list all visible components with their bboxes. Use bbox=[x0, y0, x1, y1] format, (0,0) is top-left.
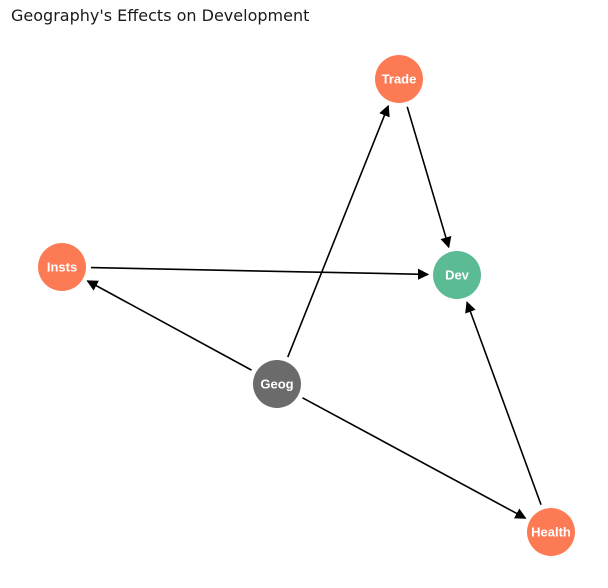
edge-geog-to-insts bbox=[86, 280, 252, 371]
edge-geog-to-trade bbox=[287, 104, 390, 358]
diagram-title: Geography's Effects on Development bbox=[11, 6, 310, 25]
node-circle-trade bbox=[375, 55, 423, 103]
node-label-dev: Dev bbox=[445, 268, 470, 283]
node-trade: Trade bbox=[375, 55, 423, 103]
edge-trade-to-dev bbox=[406, 106, 452, 249]
node-label-trade: Trade bbox=[382, 72, 417, 87]
node-geog: Geog bbox=[253, 360, 301, 408]
node-circle-health bbox=[527, 508, 575, 556]
edge-geog-to-health bbox=[302, 397, 527, 519]
edges-layer bbox=[86, 104, 542, 519]
node-circle-dev bbox=[433, 251, 481, 299]
edge-health-to-dev bbox=[465, 301, 542, 506]
node-circle-insts bbox=[38, 243, 86, 291]
edge-insts-to-dev bbox=[90, 266, 430, 280]
node-label-geog: Geog bbox=[260, 377, 293, 392]
node-health: Health bbox=[527, 508, 575, 556]
node-circle-geog bbox=[253, 360, 301, 408]
node-dev: Dev bbox=[433, 251, 481, 299]
node-label-insts: Insts bbox=[47, 260, 77, 275]
node-label-health: Health bbox=[531, 525, 571, 540]
node-insts: Insts bbox=[38, 243, 86, 291]
